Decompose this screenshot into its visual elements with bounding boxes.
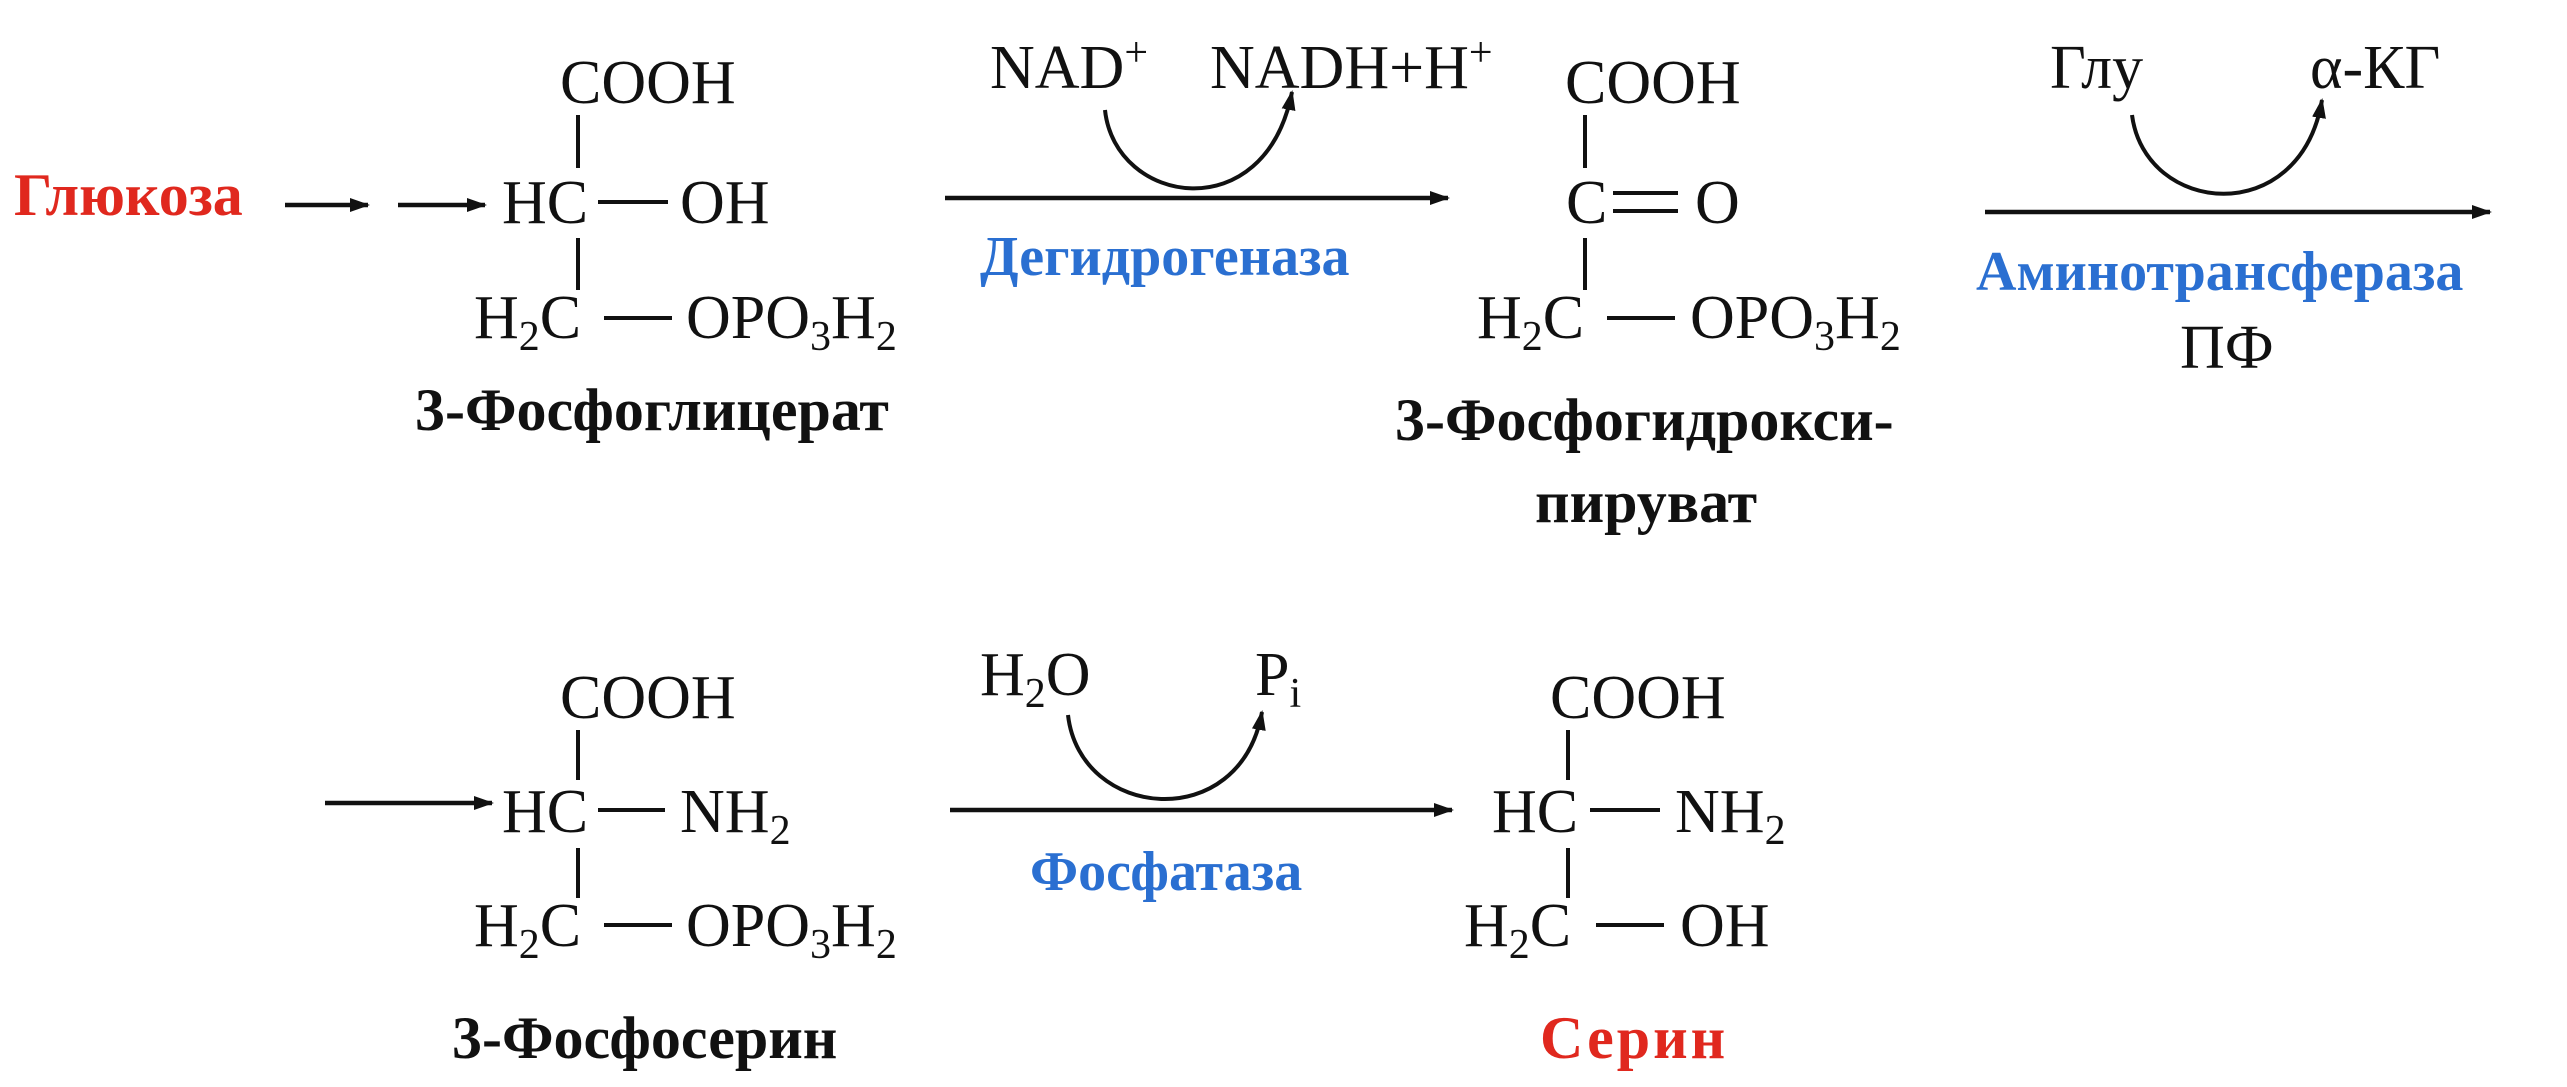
ps-h2c: H2C: [474, 892, 581, 968]
php-h2c: H2C: [1477, 284, 1584, 360]
phosphatase-label: Фосфатаза: [1030, 841, 1302, 903]
ser-h2c: H2C: [1464, 892, 1571, 968]
water-o: O: [1046, 641, 1091, 709]
cofactor-curve-2: [2130, 98, 2326, 196]
glucose-label: Глюкоза: [14, 162, 243, 228]
php-cooh: COOH: [1565, 49, 1741, 117]
nadh-label: NADH+H+: [1210, 30, 1493, 102]
pg-name: 3-Фосфоглицерат: [415, 377, 889, 443]
pg-h2c-sub: 2: [519, 314, 540, 360]
cofactor-curve-1: [1103, 90, 1296, 191]
pg-hc: HC: [502, 169, 588, 237]
ps-cooh: COOH: [560, 664, 736, 732]
pg-cooh: COOH: [560, 49, 736, 117]
pf-label: ПФ: [2180, 314, 2274, 382]
glu-label: Глу: [2050, 34, 2143, 102]
pg-h2c-h: H: [474, 284, 519, 352]
ps-h: H: [831, 892, 876, 960]
ps-sub-2: 2: [876, 922, 897, 968]
ser-h2c-c: C: [1530, 892, 1571, 960]
serine-name: Серин: [1540, 1005, 1728, 1071]
php-sub-3: 3: [1814, 314, 1835, 360]
ps-nh: NH: [680, 778, 770, 846]
nadh-text: NADH+H: [1210, 34, 1469, 102]
pg-h2c: H2C: [474, 284, 581, 360]
pi-p: P: [1255, 641, 1289, 709]
php-h2c-sub: 2: [1522, 314, 1543, 360]
ser-hc: HC: [1492, 778, 1578, 846]
pg-sub-3: 3: [810, 314, 831, 360]
step-dehydrogenase: NAD+ NADH+H+ Дегидрогеназа: [945, 30, 1493, 288]
akg-label: α-КГ: [2310, 34, 2440, 102]
ps-opo: OPO: [686, 892, 810, 960]
ser-nh: NH: [1675, 778, 1765, 846]
ser-nh2: NH2: [1675, 778, 1786, 854]
ps-nh2: NH2: [680, 778, 791, 854]
pg-oh: OH: [680, 169, 770, 237]
ps-h2c-sub: 2: [519, 922, 540, 968]
ps-sub-3: 3: [810, 922, 831, 968]
aminotransferase-label: Аминотрансфераза: [1976, 241, 2463, 303]
php-opo3h2: OPO3H2: [1690, 284, 1901, 360]
php-opo: OPO: [1690, 284, 1814, 352]
ser-h2c-sub: 2: [1509, 922, 1530, 968]
ps-hc: HC: [502, 778, 588, 846]
phosphohydroxypyruvate-structure: COOH C O H2C OPO3H2 3-Фосфогидрокси- пир…: [1395, 49, 1901, 535]
ps-h2c-c: C: [540, 892, 581, 960]
pg-opo3h2: OPO3H2: [686, 284, 897, 360]
ps-name: 3-Фосфосерин: [452, 1005, 837, 1071]
php-name-line2: пируват: [1535, 469, 1757, 535]
php-c: C: [1566, 169, 1607, 237]
php-h2c-h: H: [1477, 284, 1522, 352]
pg-h2c-c: C: [540, 284, 581, 352]
php-name-line1: 3-Фосфогидрокси-: [1395, 387, 1894, 453]
php-h2c-c: C: [1543, 284, 1584, 352]
step-phosphatase: H2O Pi Фосфатаза: [950, 641, 1454, 903]
phosphoglycerate-structure: COOH HC OH H2C OPO3H2 3-Фосфоглицерат: [415, 49, 897, 443]
ser-cooh: COOH: [1550, 664, 1726, 732]
ser-h2c-h: H: [1464, 892, 1509, 960]
pi-sub: i: [1289, 671, 1301, 717]
pg-sub-2: 2: [876, 314, 897, 360]
water-label: H2O: [980, 641, 1091, 717]
nad-sup: +: [1124, 30, 1148, 76]
cofactor-curve-3: [1066, 710, 1266, 801]
step-aminotransferase: Глу α-КГ Аминотрансфераза ПФ: [1976, 34, 2492, 382]
ps-h2c-h: H: [474, 892, 519, 960]
php-o: O: [1695, 169, 1740, 237]
water-sub: 2: [1025, 671, 1046, 717]
pg-opo: OPO: [686, 284, 810, 352]
dehydrogenase-label: Дегидрогеназа: [980, 226, 1350, 288]
serine-structure: COOH HC NH2 H2C OH Серин: [1464, 664, 1786, 1071]
phosphoserine-structure: COOH HC NH2 H2C OPO3H2 3-Фосфосерин: [452, 664, 897, 1071]
php-sub-2: 2: [1880, 314, 1901, 360]
pi-label: Pi: [1255, 641, 1301, 717]
ps-nh-sub: 2: [770, 808, 791, 854]
ser-oh: OH: [1680, 892, 1770, 960]
pg-h: H: [831, 284, 876, 352]
nadh-sup: +: [1469, 30, 1493, 76]
water-h: H: [980, 641, 1025, 709]
ser-nh-sub: 2: [1765, 808, 1786, 854]
nad-text: NAD: [990, 34, 1124, 102]
ps-opo3h2: OPO3H2: [686, 892, 897, 968]
php-h: H: [1835, 284, 1880, 352]
nad-label: NAD+: [990, 30, 1148, 102]
